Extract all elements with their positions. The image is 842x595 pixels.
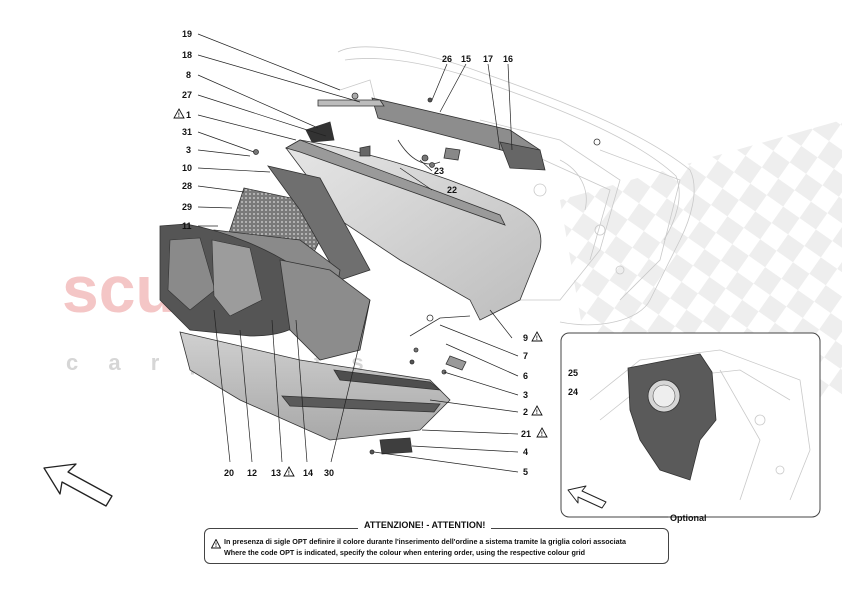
callout-7: 7 xyxy=(523,351,528,361)
warning-triangle-icon: ! xyxy=(211,539,221,549)
optional-label: Optional xyxy=(670,513,707,523)
direction-arrow-icon xyxy=(43,463,113,507)
callout-24: 24 xyxy=(568,387,578,397)
callout-10: 10 xyxy=(182,163,192,173)
warning-triangle-icons: ! ! ! ! ! xyxy=(173,108,548,477)
callout-17: 17 xyxy=(483,54,493,64)
optional-inset: 25 24 xyxy=(560,332,821,518)
notice-text-english: Where the code OPT is indicated, specify… xyxy=(224,548,586,557)
callout-28: 28 xyxy=(182,181,192,191)
callout-31: 31 xyxy=(182,127,192,137)
callout-21: 21 xyxy=(521,429,531,439)
callout-12: 12 xyxy=(247,468,257,478)
svg-text:!: ! xyxy=(536,410,538,416)
callout-15: 15 xyxy=(461,54,471,64)
notice-title: ATTENZIONE! - ATTENTION! xyxy=(358,520,492,530)
lower-door-pocket xyxy=(179,331,451,455)
attention-notice: ATTENZIONE! - ATTENTION! ! In presenza d… xyxy=(204,520,669,564)
warning-triangle-icon: ! xyxy=(536,427,548,438)
warning-triangle-icon: ! xyxy=(283,466,295,477)
callout-23: 23 xyxy=(434,166,444,176)
armrest-rail xyxy=(317,92,546,171)
upper-door-panel xyxy=(284,139,542,321)
callout-16: 16 xyxy=(503,54,513,64)
warning-triangle-icon: ! xyxy=(531,405,543,416)
notice-text-italian: In presenza di sigle OPT definire il col… xyxy=(224,537,627,546)
callout-26: 26 xyxy=(442,54,452,64)
callout-14: 14 xyxy=(303,468,313,478)
callout-3-upper: 3 xyxy=(186,145,191,155)
svg-text:!: ! xyxy=(215,543,217,549)
callout-13: 13 xyxy=(271,468,281,478)
direction-arrow-icon xyxy=(567,485,607,509)
warning-triangle-icon: ! xyxy=(173,108,185,119)
handle-bracket xyxy=(305,121,461,168)
callout-20: 20 xyxy=(224,468,234,478)
callout-1: 1 xyxy=(186,110,191,120)
callout-27: 27 xyxy=(182,90,192,100)
callout-2: 2 xyxy=(523,407,528,417)
callout-11: 11 xyxy=(182,221,192,231)
callout-29: 29 xyxy=(182,202,192,212)
callout-22: 22 xyxy=(447,185,457,195)
small-fasteners xyxy=(253,138,601,375)
callout-5: 5 xyxy=(523,467,528,477)
callout-4: 4 xyxy=(523,447,528,457)
callout-25: 25 xyxy=(568,368,578,378)
callout-9: 9 xyxy=(523,333,528,343)
svg-text:!: ! xyxy=(541,432,543,438)
callout-8: 8 xyxy=(186,70,191,80)
callout-19: 19 xyxy=(182,29,192,39)
callout-3-lower: 3 xyxy=(523,390,528,400)
svg-text:!: ! xyxy=(288,471,290,477)
svg-text:!: ! xyxy=(536,336,538,342)
svg-text:!: ! xyxy=(178,113,180,119)
door-frame-outline xyxy=(337,46,695,326)
door-trim-panel xyxy=(159,223,371,361)
callout-30: 30 xyxy=(324,468,334,478)
callout-18: 18 xyxy=(182,50,192,60)
callout-labels: 19 18 8 27 1 31 3 10 28 29 11 26 15 17 1… xyxy=(182,29,531,478)
callout-6: 6 xyxy=(523,371,528,381)
leader-lines xyxy=(197,33,635,473)
warning-triangle-icon: ! xyxy=(531,331,543,342)
